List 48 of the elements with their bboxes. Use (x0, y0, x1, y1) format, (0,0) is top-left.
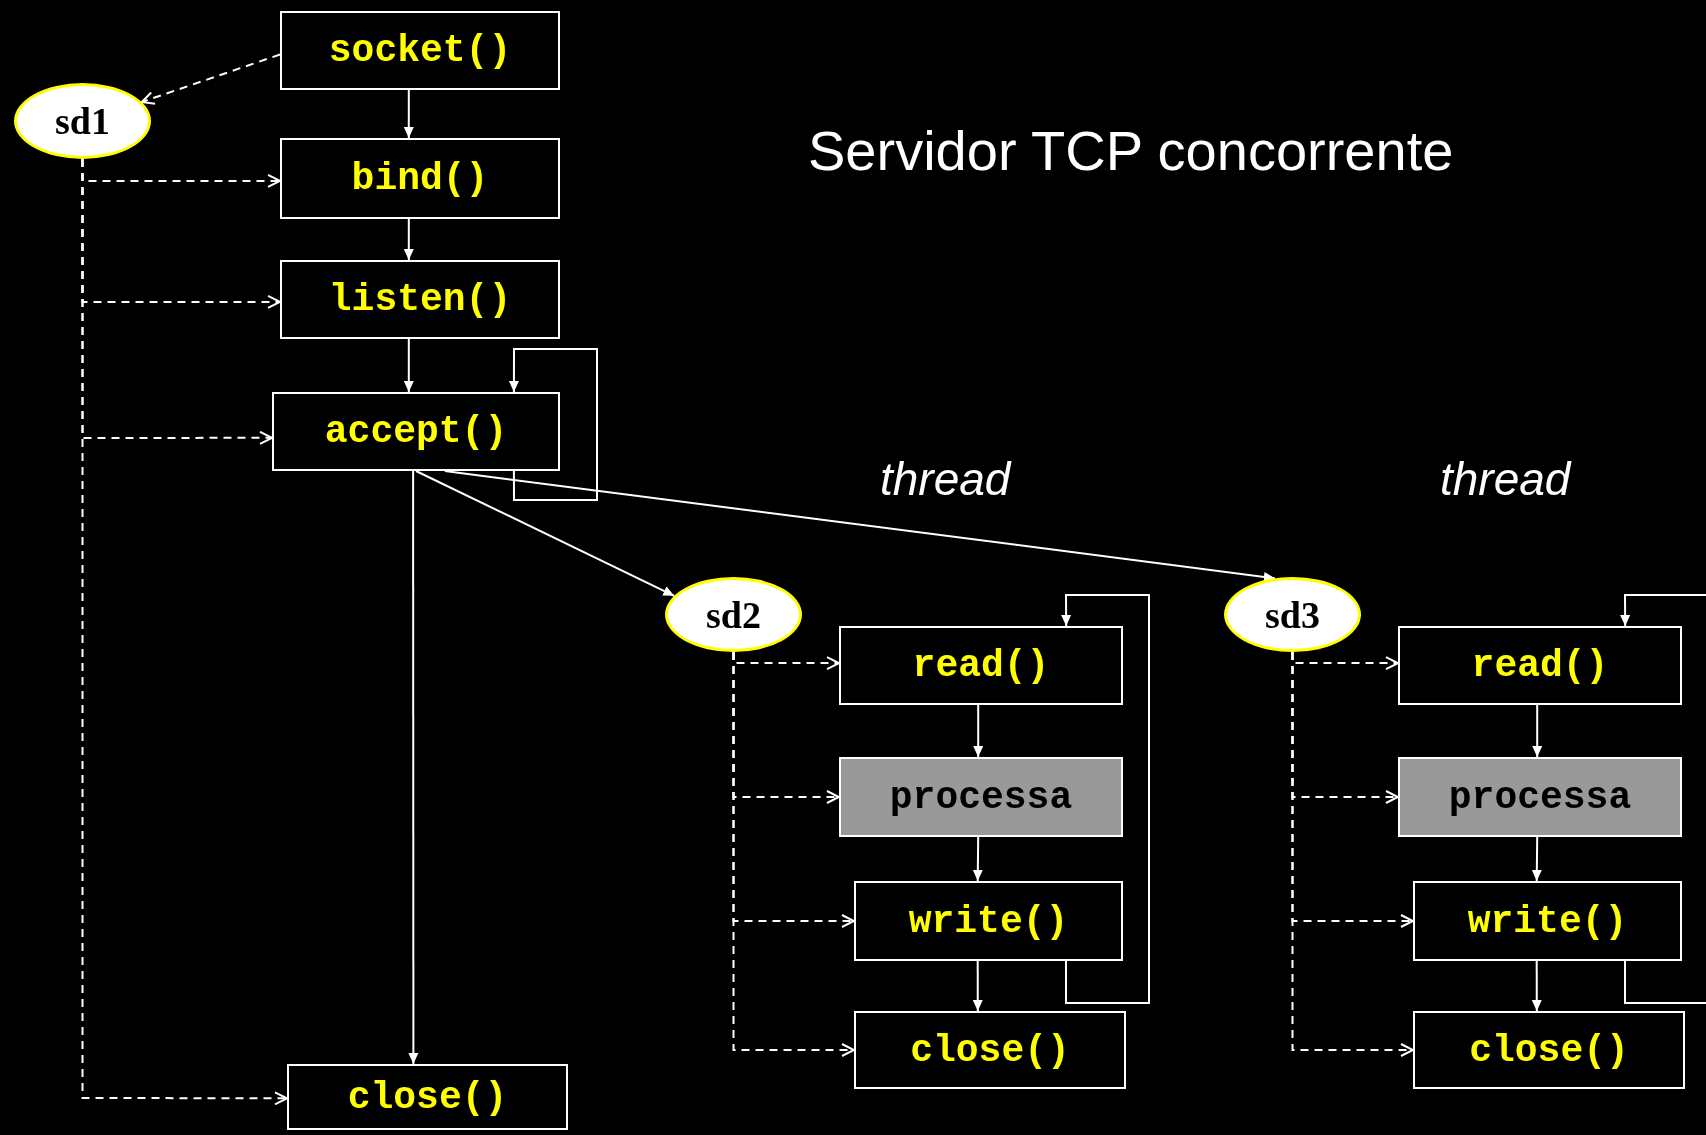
function-box (854, 1011, 1126, 1089)
arrow (403, 218, 414, 261)
function-label: read() (1471, 644, 1609, 687)
arrow (508, 348, 598, 501)
function-label: socket() (328, 29, 512, 72)
arrow (1531, 960, 1542, 1012)
function-label: accept() (324, 410, 508, 453)
processing-box (1398, 757, 1682, 837)
function-label: listen() (328, 278, 512, 321)
function-label: close() (910, 1028, 1070, 1072)
function-label: processa (889, 775, 1073, 819)
diagram-title: Servidor TCP concorrente (808, 118, 1454, 183)
function-label: read() (912, 644, 1050, 687)
descriptor-label: sd1 (55, 99, 110, 143)
dashed-arrow (732, 651, 855, 1057)
processing-box (839, 757, 1123, 837)
thread-label: thread (1440, 452, 1571, 506)
arrow (972, 960, 983, 1012)
function-box (854, 881, 1123, 961)
dashed-arrow (81, 158, 288, 1106)
function-label: write() (1467, 899, 1628, 943)
arrow (973, 704, 984, 758)
function-label: close() (1469, 1028, 1629, 1072)
function-box (272, 392, 560, 471)
function-box (839, 626, 1123, 705)
arrow (1620, 594, 1706, 1004)
dashed-arrow (1291, 651, 1414, 1057)
arrow (1532, 704, 1543, 758)
function-box (1413, 1011, 1685, 1089)
descriptor-label: sd2 (706, 592, 761, 637)
function-box (287, 1064, 568, 1130)
arrow (408, 470, 419, 1065)
function-label: processa (1448, 775, 1632, 819)
function-box (1398, 626, 1682, 705)
function-box (280, 11, 560, 90)
function-box (1413, 881, 1682, 961)
arrow (972, 836, 983, 882)
thread-label: thread (880, 452, 1011, 506)
function-label: bind() (351, 157, 489, 200)
function-box (280, 260, 560, 339)
arrow (1531, 836, 1542, 882)
arrow (403, 89, 414, 139)
function-label: close() (347, 1075, 508, 1119)
arrow (403, 338, 414, 393)
function-label: write() (908, 899, 1069, 943)
function-box (280, 138, 560, 219)
descriptor-label: sd3 (1265, 592, 1320, 637)
arrow (1061, 594, 1150, 1004)
